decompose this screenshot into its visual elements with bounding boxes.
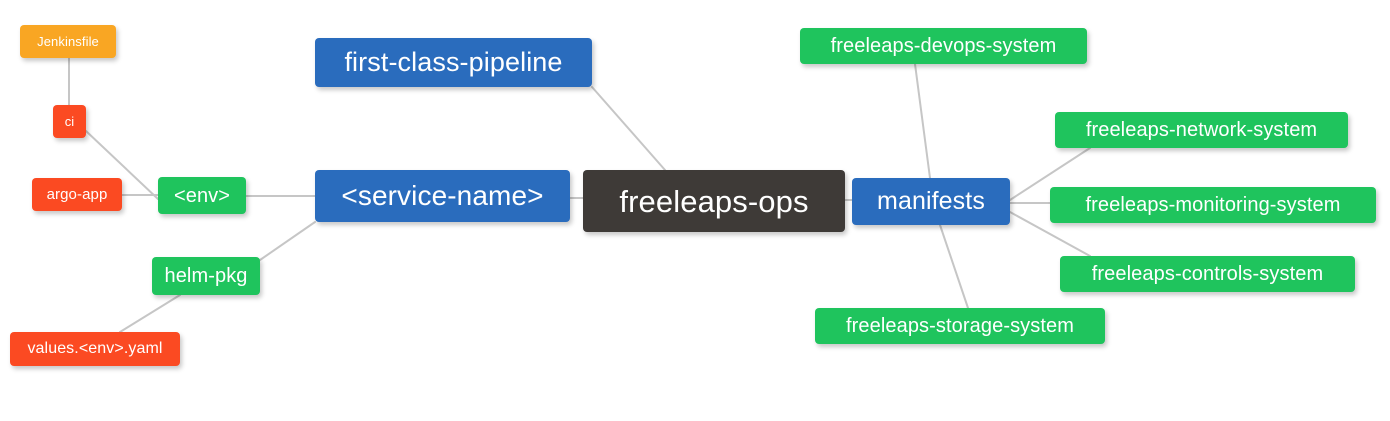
- node-jenkinsfile[interactable]: Jenkinsfile: [20, 25, 116, 58]
- node-ci[interactable]: ci: [53, 105, 86, 138]
- node-storage-system[interactable]: freeleaps-storage-system: [815, 308, 1105, 344]
- node-devops-system[interactable]: freeleaps-devops-system: [800, 28, 1087, 64]
- edge-manifests-to-storage-system: [939, 224, 969, 309]
- node-manifests[interactable]: manifests: [852, 178, 1010, 225]
- node-freeleaps-ops[interactable]: freeleaps-ops: [583, 170, 845, 232]
- edge-manifests-to-devops-system: [914, 63, 931, 179]
- node-first-class-pipeline[interactable]: first-class-pipeline: [315, 38, 592, 87]
- node-helm-pkg[interactable]: helm-pkg: [152, 257, 260, 295]
- node-argo-app[interactable]: argo-app: [32, 178, 122, 211]
- node-network-system[interactable]: freeleaps-network-system: [1055, 112, 1348, 148]
- edge-helm-pkg-to-values-yaml: [119, 294, 181, 333]
- node-service-name[interactable]: <service-name>: [315, 170, 570, 222]
- node-controls-system[interactable]: freeleaps-controls-system: [1060, 256, 1355, 292]
- node-values-yaml[interactable]: values.<env>.yaml: [10, 332, 180, 366]
- edge-first-class-pipeline-to-freeleaps-ops: [591, 86, 666, 171]
- node-monitoring-system[interactable]: freeleaps-monitoring-system: [1050, 187, 1376, 223]
- node-env[interactable]: <env>: [158, 177, 246, 214]
- edge-service-name-to-helm-pkg: [259, 221, 316, 261]
